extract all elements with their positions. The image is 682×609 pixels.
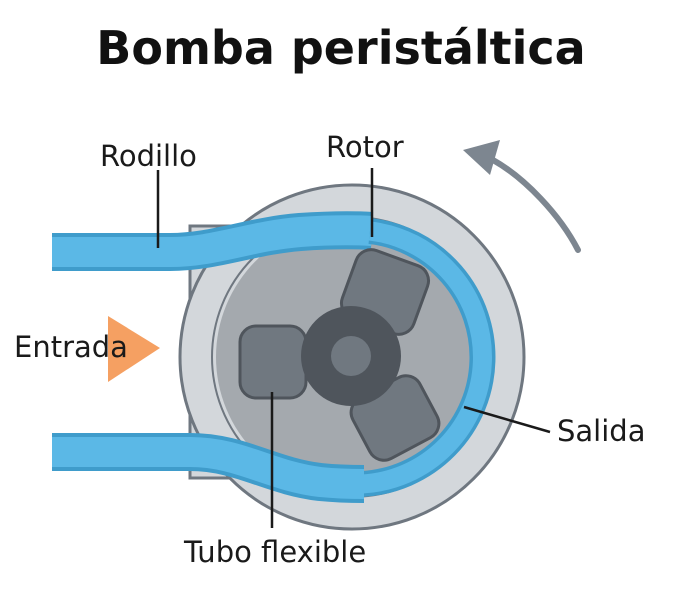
leader-line-outlet <box>463 405 551 434</box>
label-roller: Rodillo <box>100 139 197 173</box>
label-inlet: Entrada <box>14 330 128 364</box>
tube-top-inlet <box>52 215 373 267</box>
label-tube: Tubo flexible <box>183 535 366 569</box>
curved-arrow-icon <box>490 157 581 253</box>
rotation-arrow-head <box>463 140 500 175</box>
label-outlet: Salida <box>557 414 645 448</box>
label-rotor: Rotor <box>326 130 404 164</box>
tube-bottom-outlet <box>52 437 365 499</box>
triangle-right-icon <box>108 316 160 382</box>
rotor-center <box>331 336 371 376</box>
diagram-title: Bomba peristáltica <box>96 21 585 75</box>
tube-arc <box>361 221 492 494</box>
roller-left <box>238 324 308 400</box>
